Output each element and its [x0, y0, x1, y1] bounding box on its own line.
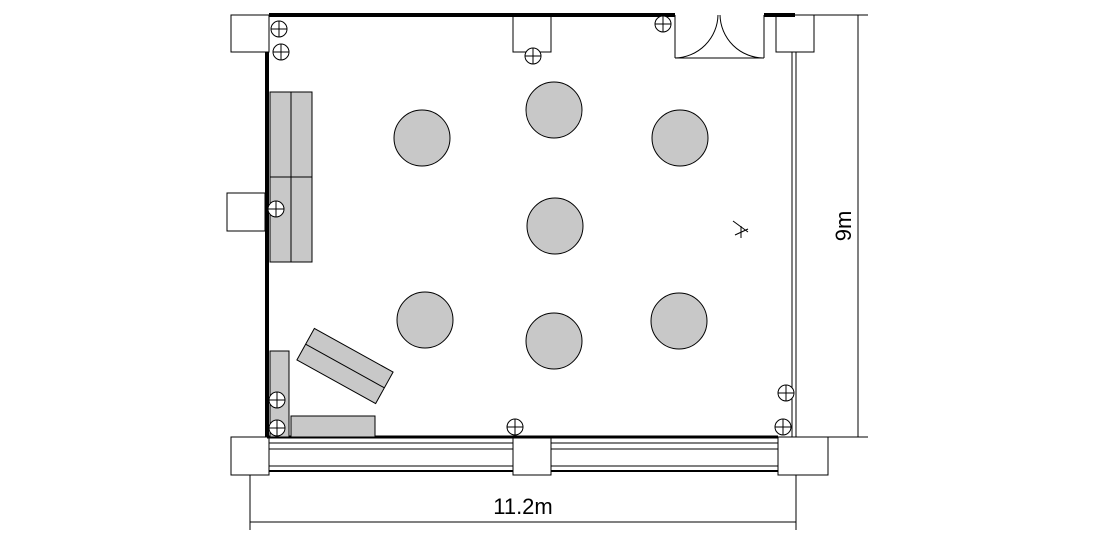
- outlet-icon: [654, 15, 672, 33]
- round-table: [525, 312, 583, 370]
- pillar-left-middle: [226, 192, 266, 232]
- round-tables: [393, 81, 709, 370]
- low-bench: [290, 415, 376, 438]
- round-table: [396, 291, 454, 349]
- round-table: [525, 81, 583, 139]
- height-label: 9m: [831, 211, 856, 242]
- round-table: [393, 109, 451, 167]
- outlet-icon: [777, 384, 795, 402]
- pillar-bottom-middle: [512, 436, 552, 476]
- outlet-icon: [268, 419, 286, 437]
- round-table: [650, 292, 708, 350]
- round-table: [651, 109, 709, 167]
- width-label: 11.2m: [493, 494, 553, 519]
- outlet-icons: [267, 15, 795, 437]
- left-counter: [269, 91, 313, 263]
- window-band: [268, 442, 779, 472]
- pillar-bottom-right: [777, 436, 829, 476]
- outlet-icon: [267, 200, 285, 218]
- height-dimension: [814, 14, 868, 438]
- outlet-icon: [272, 43, 290, 61]
- outlet-icon: [268, 391, 286, 409]
- outlet-icon: [774, 418, 792, 436]
- width-dimension: [249, 475, 797, 530]
- pillar-top-left: [230, 14, 270, 53]
- outlet-icon: [524, 47, 542, 65]
- pillar-top-middle: [512, 14, 552, 53]
- round-table: [526, 197, 584, 255]
- outlet-icon: [270, 20, 288, 38]
- angled-table: [296, 327, 394, 405]
- pillar-bottom-left: [230, 436, 270, 476]
- ceiling-fixture-icon: [732, 220, 749, 238]
- double-door: [674, 14, 765, 59]
- outlet-icon: [506, 418, 524, 436]
- pillar-top-right: [775, 14, 815, 53]
